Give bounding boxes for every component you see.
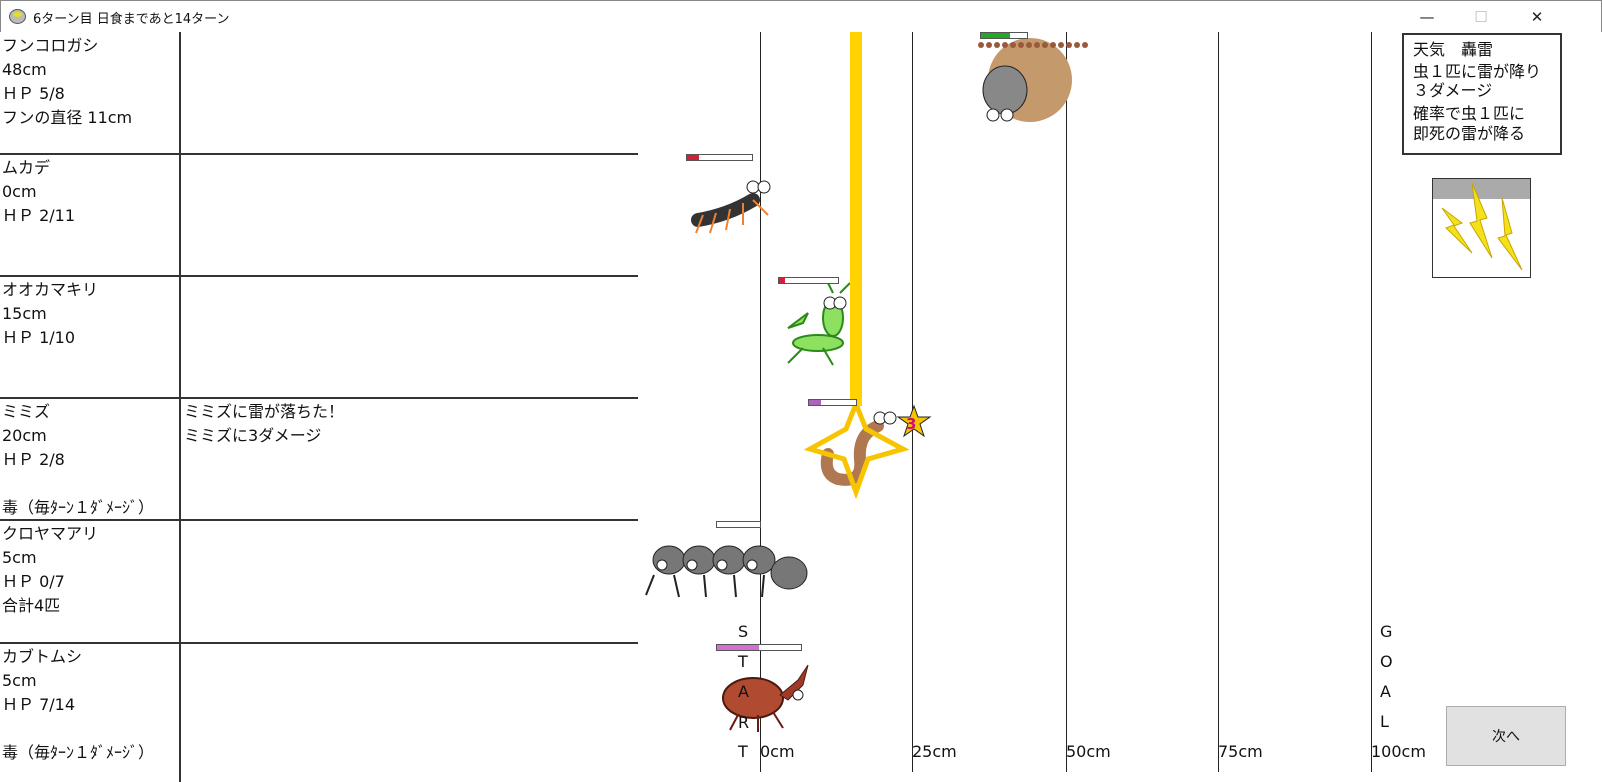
insect-info-centipede: ムカデ 0cm ＨＰ 2/11 — [2, 156, 75, 228]
insect-distance: 48cm — [2, 60, 47, 79]
insect-distance: 0cm — [2, 182, 37, 201]
rhino-beetle-sprite — [722, 664, 809, 732]
earthworm-sprite — [803, 397, 910, 500]
row-divider — [0, 153, 638, 155]
insect-status: 毒（毎ﾀｰﾝ１ﾀﾞﾒｰｼﾞ） — [2, 498, 155, 517]
weather-panel: 天気 轟雷 虫１匹に雷が降り ３ダメージ 確率で虫１匹に 即死の雷が降る — [1402, 33, 1562, 155]
insect-name: クロヤマアリ — [2, 524, 99, 543]
battle-log: ミミズに雷が落ちた！ ミミズに3ダメージ — [184, 400, 344, 448]
insect-distance: 20cm — [2, 426, 47, 445]
hp-bar-dungbeetle — [980, 32, 1028, 39]
mantis-sprite — [787, 282, 851, 366]
insect-extra: フンの直径 11cm — [2, 108, 133, 127]
insect-hp: ＨＰ 2/11 — [2, 206, 76, 225]
insect-info-mantis: オオカマキリ 15cm ＨＰ 1/10 — [2, 278, 98, 350]
lightning-star-icon — [803, 397, 910, 500]
column-divider — [179, 32, 181, 782]
insect-name: フンコロガシ — [2, 36, 99, 55]
centipede-sprite — [691, 180, 771, 234]
axis-label: 50cm — [1066, 742, 1111, 761]
axis-label: 0cm — [760, 742, 795, 761]
insect-distance: 5cm — [2, 548, 37, 567]
hp-bar-earthworm — [808, 399, 857, 406]
insect-extra: 合計4匹 — [2, 596, 61, 615]
insect-status: 毒（毎ﾀｰﾝ１ﾀﾞﾒｰｼﾞ） — [2, 743, 155, 762]
start-letter: T — [738, 652, 748, 671]
weather-desc: 確率で虫１匹に — [1413, 104, 1526, 123]
insect-name: ムカデ — [2, 158, 51, 177]
row-divider — [0, 519, 638, 521]
app-icon — [9, 9, 26, 24]
next-button[interactable]: 次へ — [1446, 706, 1566, 766]
insect-info-earthworm: ミミズ 20cm ＨＰ 2/8 毒（毎ﾀｰﾝ１ﾀﾞﾒｰｼﾞ） — [2, 400, 154, 520]
weather-desc: ３ダメージ — [1413, 81, 1493, 100]
log-line: ミミズに雷が落ちた！ — [184, 402, 345, 421]
track-line-0 — [760, 32, 761, 772]
damage-number: 3 — [906, 415, 917, 433]
hp-bar-centipede — [686, 154, 753, 161]
insect-info-dungbeetle: フンコロガシ 48cm ＨＰ 5/8 フンの直径 11cm — [2, 34, 132, 130]
start-letter: T — [738, 742, 748, 761]
damage-star-icon — [896, 404, 932, 438]
track-line-100 — [1371, 32, 1372, 772]
goal-letter: L — [1380, 712, 1389, 731]
track-line-25 — [912, 32, 913, 772]
track-line-75 — [1218, 32, 1219, 772]
dung-beetle-sprite — [978, 38, 1088, 122]
weather-desc: 即死の雷が降る — [1413, 124, 1526, 143]
row-divider — [0, 642, 638, 644]
track-line-50 — [1066, 32, 1067, 772]
insect-name: カブトムシ — [2, 647, 83, 666]
insect-info-ant: クロヤマアリ 5cm ＨＰ 0/7 合計4匹 — [2, 522, 98, 618]
goal-letter: O — [1380, 652, 1393, 671]
hp-bar-ant — [716, 521, 761, 528]
ant-group-sprite — [645, 545, 808, 598]
insect-name: オオカマキリ — [2, 280, 99, 299]
insect-hp: ＨＰ 2/8 — [2, 450, 65, 469]
hp-bar-mantis — [778, 277, 839, 284]
insect-distance: 15cm — [2, 304, 47, 323]
goal-letter: A — [1380, 682, 1391, 701]
row-divider — [0, 275, 638, 277]
title-bar: 6ターン目 日食まであと14ターン — ☐ ✕ — [0, 0, 1602, 32]
insect-distance: 5cm — [2, 671, 37, 690]
insect-hp: ＨＰ 1/10 — [2, 328, 76, 347]
insect-name: ミミズ — [2, 402, 51, 421]
log-line: ミミズに3ダメージ — [184, 426, 322, 445]
axis-label: 100cm — [1371, 742, 1426, 761]
insect-hp: ＨＰ 0/7 — [2, 572, 65, 591]
start-letter: R — [738, 713, 750, 732]
start-letter: A — [738, 682, 749, 701]
thunder-weather-icon — [1432, 178, 1531, 278]
axis-label: 25cm — [912, 742, 957, 761]
hp-bar-beetle — [716, 644, 802, 651]
minimize-button[interactable]: — — [1419, 8, 1435, 26]
goal-letter: G — [1380, 622, 1393, 641]
close-button[interactable]: ✕ — [1530, 8, 1544, 26]
maximize-button[interactable]: ☐ — [1474, 8, 1488, 26]
insect-hp: ＨＰ 5/8 — [2, 84, 65, 103]
insect-info-beetle: カブトムシ 5cm ＨＰ 7/14 毒（毎ﾀｰﾝ１ﾀﾞﾒｰｼﾞ） — [2, 645, 154, 765]
window-title: 6ターン目 日食まであと14ターン — [33, 12, 230, 27]
lightning-bolt — [850, 32, 862, 406]
axis-label: 75cm — [1218, 742, 1263, 761]
row-divider — [0, 397, 638, 399]
start-letter: S — [738, 622, 749, 641]
insect-hp: ＨＰ 7/14 — [2, 695, 76, 714]
weather-title: 天気 轟雷 — [1413, 40, 1494, 59]
weather-desc: 虫１匹に雷が降り — [1413, 62, 1542, 81]
